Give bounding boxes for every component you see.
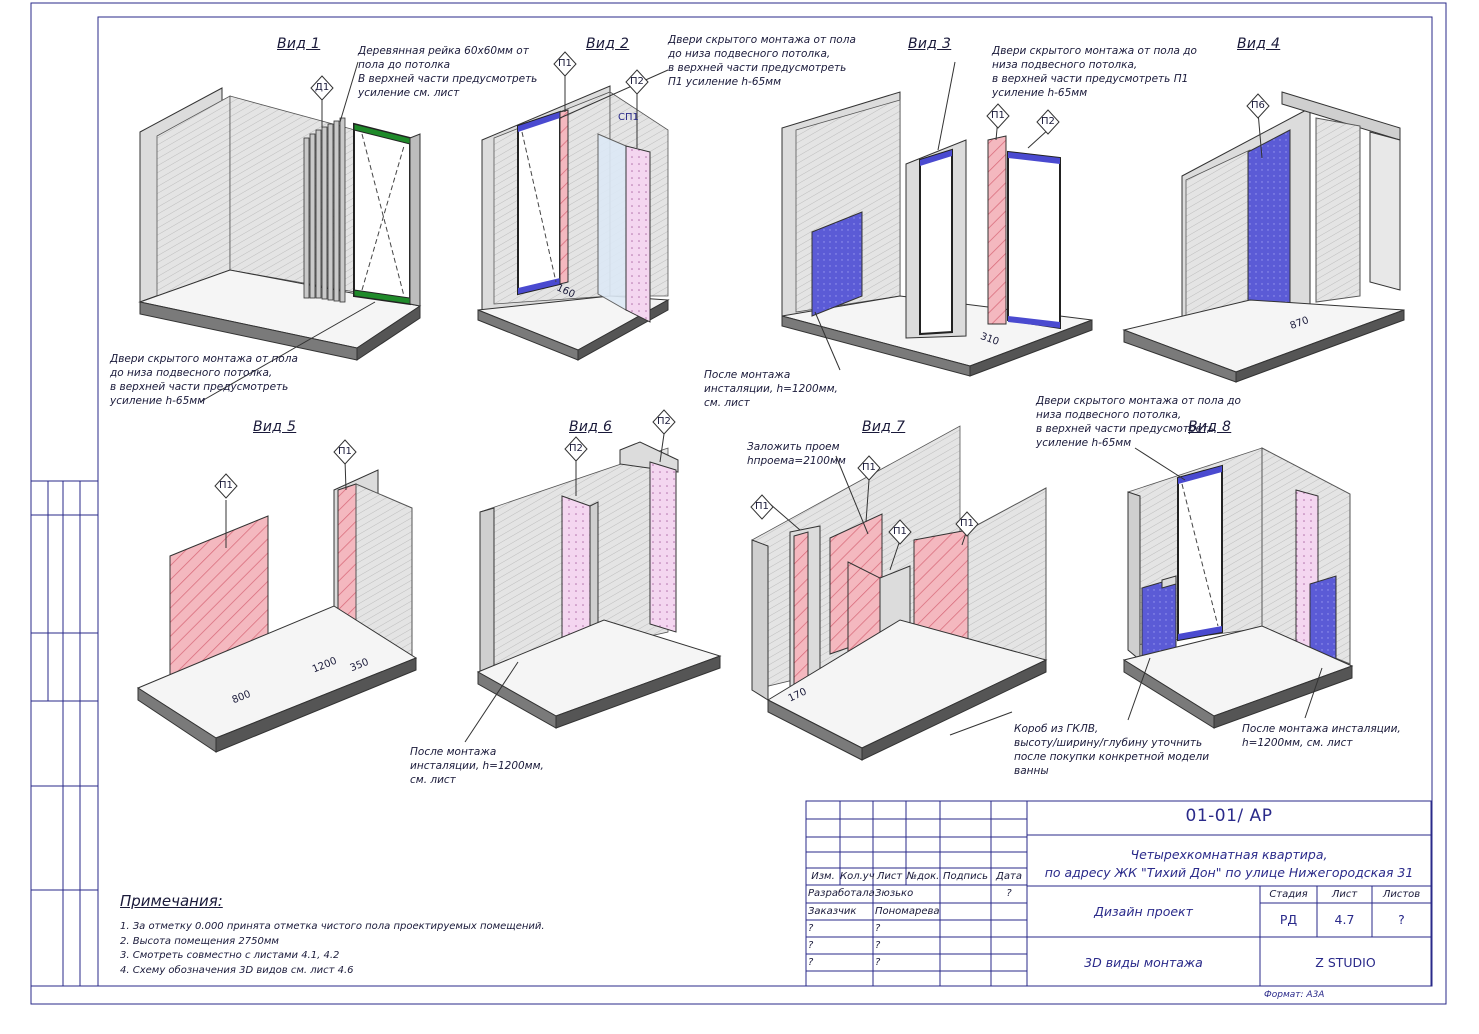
view-title-1: Вид 1 bbox=[277, 36, 321, 52]
tb-header-podp: Подпись bbox=[943, 871, 988, 882]
tag-p1: П1 bbox=[219, 480, 233, 491]
view-2-drawing bbox=[477, 62, 670, 361]
tag-p2: П2 bbox=[657, 416, 671, 427]
view-8-drawing bbox=[1122, 447, 1354, 729]
tb-sheets: ? bbox=[1398, 912, 1405, 927]
notes-title: Примечания: bbox=[120, 892, 223, 910]
drawing-code: 01-01/ АР bbox=[1185, 806, 1273, 826]
notes-block: Примечания: 1. За отметку 0.000 принята … bbox=[120, 892, 720, 978]
tb-name: Зюзько bbox=[875, 888, 914, 899]
view-4-drawing bbox=[1122, 91, 1405, 383]
tag-p2: П2 bbox=[569, 443, 583, 454]
view-6-drawing bbox=[464, 433, 722, 743]
notes-item: 3. Смотреть совместно с листами 4.1, 4.2 bbox=[120, 950, 340, 961]
tb-studio: Z STUDIO bbox=[1315, 955, 1376, 970]
tb-header-date: Дата bbox=[996, 871, 1022, 882]
tag-sp1: СП1 bbox=[618, 112, 639, 123]
view-title-3: Вид 3 bbox=[908, 36, 952, 52]
tb-sheet-title: 3D виды монтажа bbox=[1084, 955, 1203, 970]
tag-p1: П1 bbox=[893, 526, 907, 537]
tb-role: ? bbox=[808, 923, 814, 934]
notes-item: 2. Высота помещения 2750мм bbox=[120, 935, 279, 947]
note-v8-door: Двери скрытого монтажа от пола до низа п… bbox=[1036, 395, 1241, 449]
tb-header-izm: Изм. bbox=[811, 871, 835, 882]
tb-sheet-label: Лист bbox=[1331, 889, 1358, 900]
note-v3-door: Двери скрытого монтажа от пола до низа п… bbox=[992, 45, 1197, 99]
tb-format: Формат: А3А bbox=[1264, 990, 1325, 1000]
tag-p1: П1 bbox=[338, 446, 352, 457]
view-5-drawing bbox=[136, 459, 418, 753]
notes-item: 4. Схему обозначения 3D видов см. лист 4… bbox=[120, 964, 354, 976]
tb-name: ? bbox=[875, 957, 881, 968]
view-title-5: Вид 5 bbox=[253, 419, 297, 435]
view-1-drawing bbox=[138, 61, 422, 403]
tb-date: ? bbox=[1006, 888, 1012, 899]
tb-name: Пономарева bbox=[875, 906, 940, 917]
tb-sheet: 4.7 bbox=[1334, 912, 1355, 927]
project-title: Четырехкомнатная квартира, по адресу ЖК … bbox=[1044, 847, 1414, 880]
tag-p2: П2 bbox=[630, 76, 644, 87]
note-v7-box: Короб из ГКЛВ, высоту/ширину/глубину уто… bbox=[1014, 723, 1210, 777]
note-v7-opening: Заложить проем hпроема=2100мм bbox=[747, 441, 846, 467]
tag-p1: П1 bbox=[991, 110, 1005, 121]
tag-p1: П1 bbox=[755, 501, 769, 512]
notes-item: 1. За отметку 0.000 принята отметка чист… bbox=[120, 921, 545, 932]
tb-role: Разработала bbox=[808, 888, 875, 899]
view-7-drawing bbox=[751, 425, 1048, 761]
notes-list: 1. За отметку 0.000 принята отметка чист… bbox=[120, 920, 720, 978]
tb-role: Заказчик bbox=[808, 906, 857, 917]
tb-role: ? bbox=[808, 940, 814, 951]
view-3-drawing bbox=[781, 61, 1093, 377]
tb-header-kol: Кол.уч bbox=[840, 871, 875, 882]
tb-name: ? bbox=[875, 923, 881, 934]
tag-p1: П1 bbox=[960, 518, 974, 529]
tb-stage-design: Дизайн проект bbox=[1094, 904, 1193, 919]
view-title-7: Вид 7 bbox=[862, 419, 906, 435]
note-v1-wood: Деревянная рейка 60х60мм от пола до пото… bbox=[358, 45, 538, 99]
note-v6-install: После монтажа инсталяции, h=1200мм, см. … bbox=[410, 746, 544, 786]
tag-d1: Д1 bbox=[315, 82, 330, 93]
note-v1-door: Двери скрытого монтажа от пола до низа п… bbox=[110, 353, 298, 407]
tb-name: ? bbox=[875, 940, 881, 951]
tb-stage-label: Стадия bbox=[1269, 889, 1308, 900]
note-v3-install: После монтажа инсталяции, h=1200мм, см. … bbox=[704, 369, 838, 409]
view-title-6: Вид 6 bbox=[569, 419, 613, 435]
view-title-2: Вид 2 bbox=[586, 36, 630, 52]
view-title-4: Вид 4 bbox=[1237, 36, 1281, 52]
tag-p1: П1 bbox=[558, 58, 572, 69]
tb-header-list: Лист bbox=[876, 871, 903, 882]
tb-stage: РД bbox=[1279, 912, 1298, 927]
tb-role: ? bbox=[808, 957, 814, 968]
note-v8-install: После монтажа инсталяции, h=1200мм, см. … bbox=[1242, 723, 1401, 749]
tag-p2: П2 bbox=[1041, 116, 1055, 127]
note-v2-door: Двери скрытого монтажа от пола до низа п… bbox=[668, 34, 856, 88]
tb-sheets-label: Листов bbox=[1382, 889, 1421, 900]
view-title-8: Вид 8 bbox=[1188, 419, 1232, 435]
tag-p1: П1 bbox=[862, 462, 876, 473]
tb-header-ndoc: №док. bbox=[906, 871, 940, 882]
tag-p6: П6 bbox=[1251, 100, 1265, 111]
